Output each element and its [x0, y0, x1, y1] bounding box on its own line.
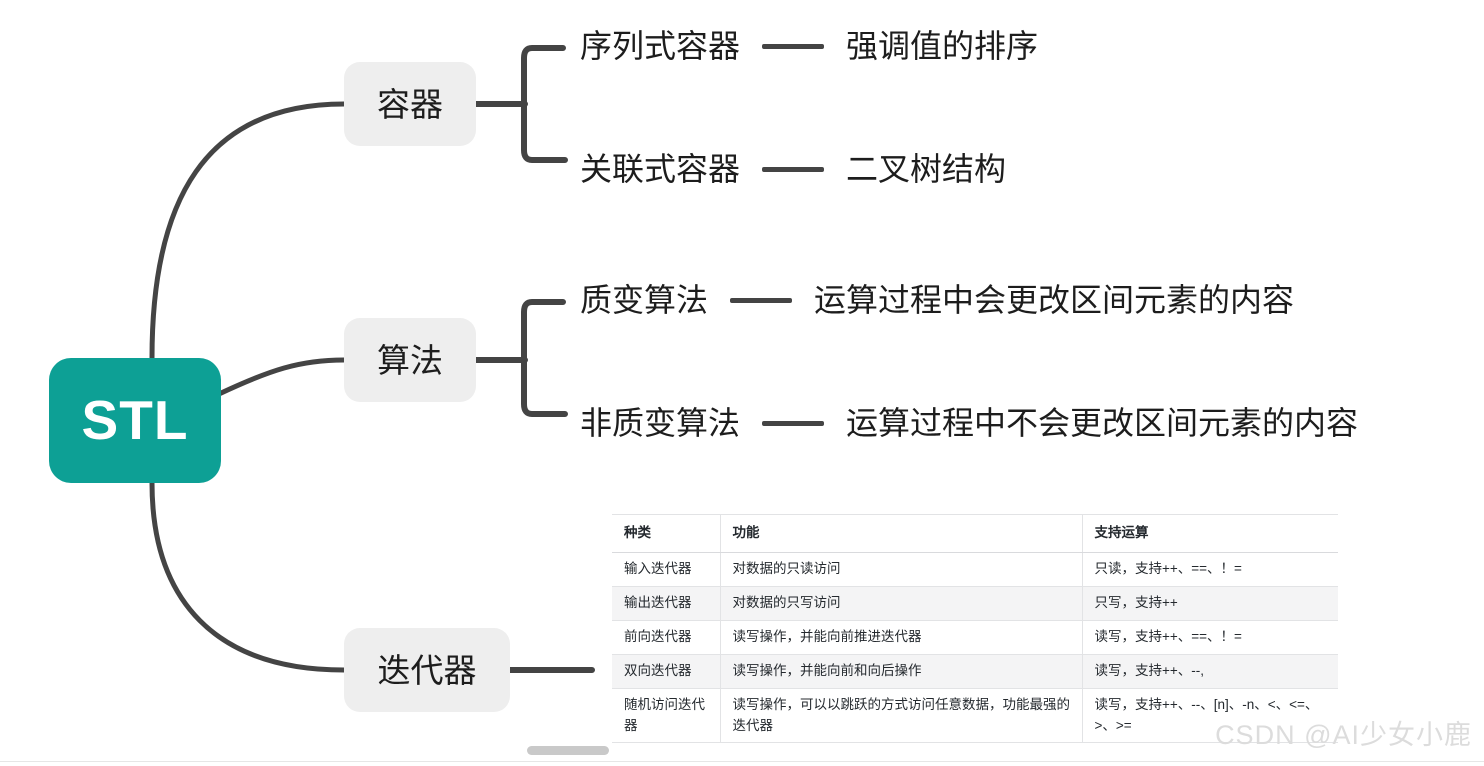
cell-operations: 读写，支持++、--, [1081, 654, 1338, 689]
leaf-title: 非质变算法 [580, 405, 741, 441]
branch-node-container-label: 容器 [377, 85, 443, 123]
leaf-dash-icon [762, 166, 825, 172]
cell-function: 对数据的只写访问 [719, 586, 1082, 621]
leaf-dash-icon [730, 297, 793, 303]
cell-function: 对数据的只读访问 [719, 552, 1082, 587]
leaf-title: 质变算法 [580, 282, 709, 318]
csdn-watermark: CSDN @AI少女小鹿 [1215, 720, 1472, 750]
bracket-container [521, 45, 568, 163]
iterator-table-container: 种类 功能 支持运算 输入迭代器 对数据的只读访问 只读，支持++、==、！= … [612, 514, 1338, 744]
branch-node-algorithm-label: 算法 [377, 341, 443, 379]
table-row: 双向迭代器 读写操作，并能向前和向后操作 读写，支持++、--, [612, 654, 1338, 689]
cell-operations: 读写，支持++、--、[n]、-n、<、<=、>、>= [1081, 688, 1338, 744]
table-row: 前向迭代器 读写操作，并能向前推进迭代器 读写，支持++、==、！= [612, 620, 1338, 655]
cell-operations: 只读，支持++、==、！= [1081, 552, 1338, 587]
cell-kind: 双向迭代器 [612, 654, 720, 689]
table-row: 输入迭代器 对数据的只读访问 只读，支持++、==、！= [612, 552, 1338, 587]
branch-node-algorithm[interactable]: 算法 [344, 318, 476, 402]
cell-operations: 读写，支持++、==、！= [1081, 620, 1338, 655]
leaf-associative-container[interactable]: 关联式容器 二叉树结构 [580, 153, 1006, 185]
cell-function: 读写操作，可以以跳跃的方式访问任意数据，功能最强的迭代器 [719, 688, 1082, 744]
leaf-title: 序列式容器 [580, 28, 741, 64]
cell-kind: 输入迭代器 [612, 552, 720, 587]
table-row: 随机访问迭代器 读写操作，可以以跳跃的方式访问任意数据，功能最强的迭代器 读写，… [612, 688, 1338, 744]
branch-node-container[interactable]: 容器 [344, 62, 476, 146]
column-header-function: 功能 [719, 514, 1082, 553]
leaf-dash-icon [762, 420, 825, 426]
cell-function: 读写操作，并能向前和向后操作 [719, 654, 1082, 689]
leaf-description: 强调值的排序 [846, 28, 1039, 64]
cell-kind: 前向迭代器 [612, 620, 720, 655]
leaf-description: 运算过程中会更改区间元素的内容 [814, 282, 1295, 318]
leaf-sequential-container[interactable]: 序列式容器 强调值的排序 [580, 30, 1038, 62]
iterator-table: 种类 功能 支持运算 输入迭代器 对数据的只读访问 只读，支持++、==、！= … [612, 514, 1338, 744]
leaf-description: 二叉树结构 [846, 151, 1007, 187]
leaf-dash-icon [762, 43, 825, 49]
cell-operations: 只写，支持++ [1081, 586, 1338, 621]
cell-kind: 随机访问迭代器 [612, 688, 720, 744]
bracket-algorithm [521, 299, 568, 417]
leaf-description: 运算过程中不会更改区间元素的内容 [846, 405, 1359, 441]
root-node-stl[interactable]: STL [49, 358, 221, 483]
horizontal-scrollbar-thumb[interactable] [527, 746, 609, 755]
root-node-label: STL [81, 389, 189, 451]
column-header-kind: 种类 [612, 514, 720, 553]
cell-kind: 输出迭代器 [612, 586, 720, 621]
branch-node-iterator[interactable]: 迭代器 [344, 628, 510, 712]
edge-root-to-algorithm [216, 357, 347, 397]
edge-root-to-iterator [149, 480, 347, 673]
leaf-non-mutating-algorithm[interactable]: 非质变算法 运算过程中不会更改区间元素的内容 [580, 407, 1358, 439]
edge-root-to-container [149, 101, 347, 361]
bottom-divider [0, 761, 1484, 762]
branch-node-iterator-label: 迭代器 [377, 651, 477, 689]
leaf-title: 关联式容器 [580, 151, 741, 187]
table-header-row: 种类 功能 支持运算 [612, 514, 1338, 553]
leaf-mutating-algorithm[interactable]: 质变算法 运算过程中会更改区间元素的内容 [580, 284, 1294, 316]
table-row: 输出迭代器 对数据的只写访问 只写，支持++ [612, 586, 1338, 621]
cell-function: 读写操作，并能向前推进迭代器 [719, 620, 1082, 655]
column-header-operations: 支持运算 [1081, 514, 1338, 553]
